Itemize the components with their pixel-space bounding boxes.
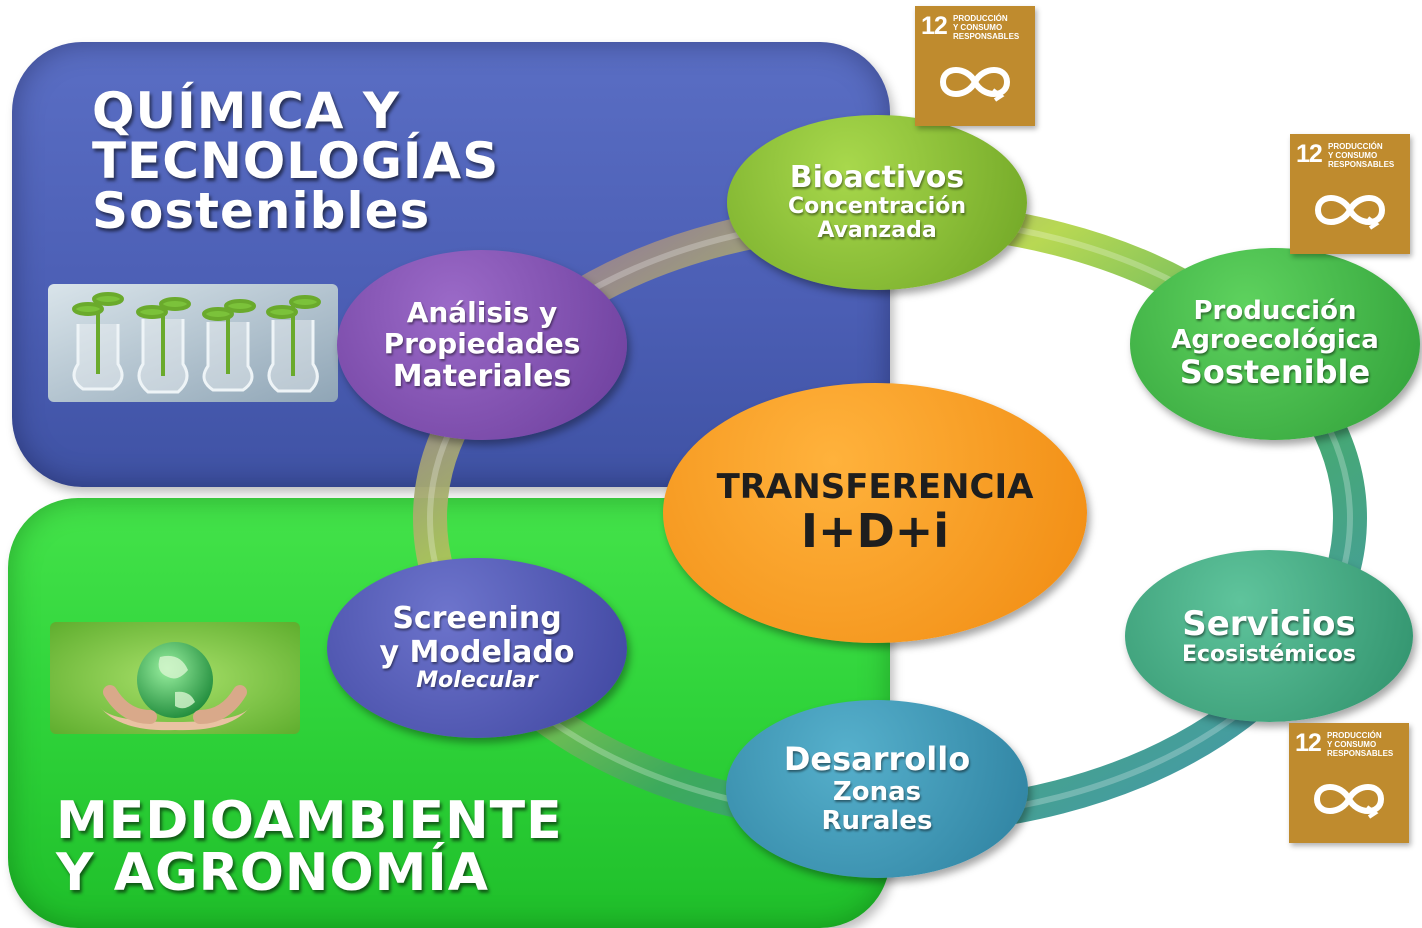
- lab-plants-photo: [48, 284, 338, 402]
- sdg-label-line: Y CONSUMO: [953, 23, 1003, 33]
- node-title: Rurales: [821, 805, 933, 836]
- sdg-number: 12: [1295, 729, 1322, 757]
- earth-in-hands-photo: [50, 622, 300, 734]
- sdg-label-line: Y CONSUMO: [1327, 740, 1377, 750]
- sdg-label: PRODUCCIÓN Y CONSUMO RESPONSABLES: [1327, 731, 1393, 759]
- center-subtitle: I+D+i: [800, 504, 950, 559]
- infinity-loop-icon: [1313, 784, 1385, 819]
- node-title: Zonas: [832, 776, 922, 807]
- node-title: Agroecológica: [1171, 325, 1379, 356]
- node-desarrollo: Desarrollo Zonas Rurales: [726, 700, 1028, 878]
- chemistry-panel-title: QUÍMICA Y TECNOLOGÍAS Sostenibles: [92, 86, 499, 236]
- sdg-label-line: RESPONSABLES: [953, 32, 1020, 42]
- title-line: Sostenibles: [92, 182, 431, 240]
- node-screening: Screening y Modelado Molecular: [327, 558, 627, 738]
- node-title: Servicios: [1182, 603, 1356, 644]
- node-produccion: Producción Agroecológica Sostenible: [1130, 248, 1420, 440]
- title-line: QUÍMICA Y: [92, 82, 401, 140]
- title-line: Y AGRONOMÍA: [56, 843, 489, 903]
- node-title: Propiedades: [383, 327, 581, 361]
- sdg-label-line: PRODUCCIÓN: [1327, 731, 1382, 740]
- sdg-label-line: RESPONSABLES: [1327, 749, 1394, 759]
- node-bioactivos: Bioactivos Concentración Avanzada: [727, 115, 1027, 290]
- node-title: Bioactivos: [789, 160, 965, 196]
- sdg-badge: 12 PRODUCCIÓN Y CONSUMO RESPONSABLES: [1289, 723, 1409, 843]
- center-title: TRANSFERENCIA: [716, 467, 1034, 508]
- center-transferencia: TRANSFERENCIA I+D+i: [663, 383, 1087, 643]
- title-line: TECNOLOGÍAS: [92, 132, 500, 190]
- node-subtitle: Concentración: [787, 193, 967, 219]
- infinity-loop-icon: [1314, 195, 1386, 230]
- node-title: Screening: [392, 601, 562, 637]
- node-title: Sostenible: [1179, 353, 1371, 392]
- sdg-badge: 12 PRODUCCIÓN Y CONSUMO RESPONSABLES: [915, 6, 1035, 126]
- sdg-label: PRODUCCIÓN Y CONSUMO RESPONSABLES: [1328, 142, 1394, 170]
- node-analisis: Análisis y Propiedades Materiales: [337, 250, 627, 440]
- node-subtitle: Ecosistémicos: [1181, 641, 1357, 667]
- infinity-loop-icon: [939, 67, 1011, 102]
- node-subtitle: Avanzada: [817, 218, 937, 244]
- sdg-label-line: PRODUCCIÓN: [953, 14, 1008, 23]
- sdg-number: 12: [921, 12, 948, 40]
- sdg-label-line: Y CONSUMO: [1328, 151, 1378, 161]
- sdg-number: 12: [1296, 140, 1323, 168]
- node-title: Análisis y: [406, 295, 558, 329]
- sdg-label-line: PRODUCCIÓN: [1328, 142, 1383, 151]
- node-title: Producción: [1193, 295, 1357, 326]
- node-title: Materiales: [392, 358, 572, 394]
- sdg-label-line: RESPONSABLES: [1328, 160, 1395, 170]
- node-title: y Modelado: [379, 634, 575, 670]
- node-servicios: Servicios Ecosistémicos: [1125, 550, 1413, 722]
- environment-panel-title: MEDIOAMBIENTE Y AGRONOMÍA: [56, 795, 563, 899]
- node-title: Desarrollo: [783, 739, 971, 778]
- sdg-badge: 12 PRODUCCIÓN Y CONSUMO RESPONSABLES: [1290, 134, 1410, 254]
- sdg-label: PRODUCCIÓN Y CONSUMO RESPONSABLES: [953, 14, 1019, 42]
- node-subtitle: Molecular: [416, 668, 538, 694]
- title-line: MEDIOAMBIENTE: [56, 791, 563, 851]
